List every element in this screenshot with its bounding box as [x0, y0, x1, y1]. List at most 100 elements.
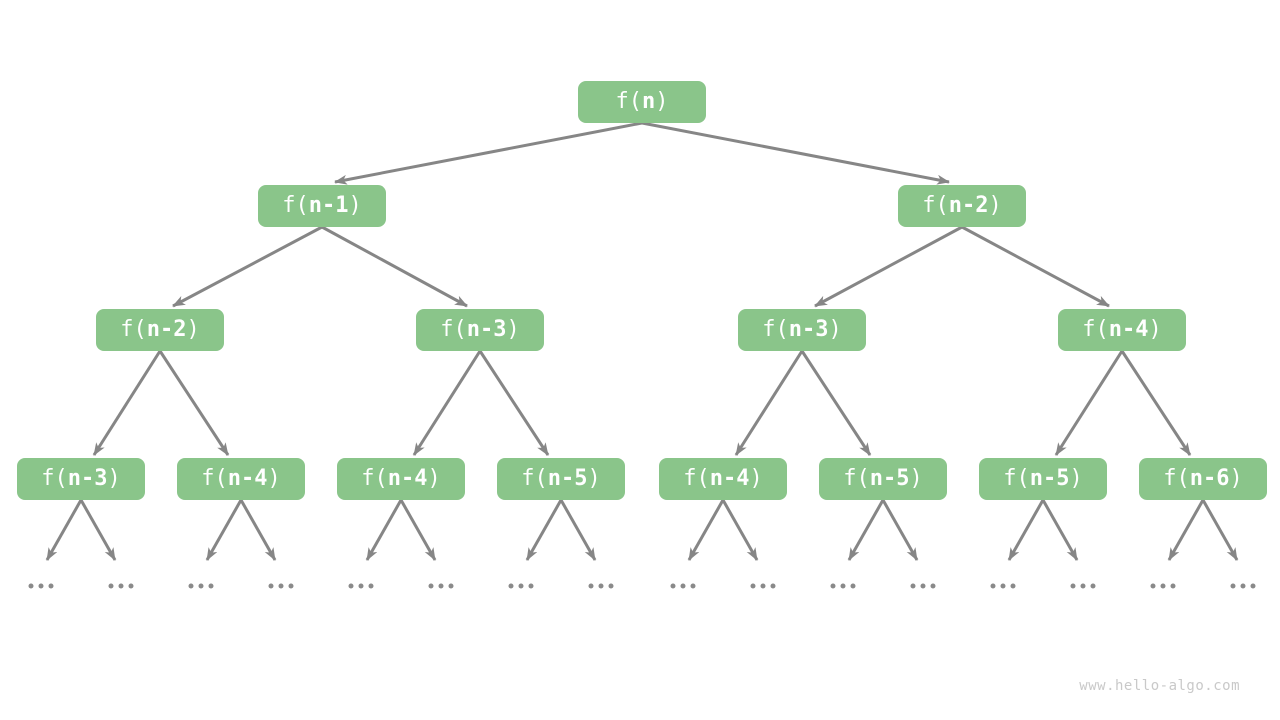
ellipsis-dot-icon	[1160, 583, 1166, 589]
tree-node-label-pre: f(	[683, 466, 710, 491]
ellipsis-dot-icon	[1070, 583, 1076, 589]
edge-lines-group	[45, 121, 1239, 561]
edge-arrow	[814, 225, 963, 308]
edge-arrow	[239, 499, 277, 561]
ellipsis-dot-icon	[1000, 583, 1006, 589]
ellipsis-dot-icon	[208, 583, 214, 589]
edge-arrow	[641, 121, 950, 185]
tree-node: f(n-5)	[497, 458, 625, 500]
ellipsis-dot-icon	[608, 583, 614, 589]
tree-node-label-post: )	[348, 193, 362, 218]
edge-arrow	[205, 499, 243, 561]
watermark: www.hello-algo.com	[1079, 678, 1240, 694]
edge-arrow	[1167, 499, 1205, 561]
edge-arrow	[1007, 499, 1045, 561]
tree-node: f(n-1)	[258, 185, 386, 227]
tree-node-label-pre: f(	[440, 317, 467, 342]
ellipsis-dot-icon	[1170, 583, 1176, 589]
tree-node-label-pre: f(	[201, 466, 228, 491]
tree-node-label-post: )	[506, 317, 520, 342]
ellipsis-dot-icon	[750, 583, 756, 589]
tree-node-label-arg: n-6	[1189, 466, 1230, 491]
edge-arrow	[92, 350, 162, 456]
ellipsis-leaf	[670, 583, 696, 589]
ellipsis-dot-icon	[438, 583, 444, 589]
tree-node: f(n-4)	[1058, 309, 1186, 351]
ellipsis-leaf	[1230, 583, 1256, 589]
tree-node: f(n-3)	[738, 309, 866, 351]
tree-node-label-arg: n-5	[1029, 466, 1070, 491]
ellipsis-dot-icon	[1090, 583, 1096, 589]
tree-node-label-post: )	[186, 317, 200, 342]
tree-node: f(n-5)	[979, 458, 1107, 500]
ellipsis-dot-icon	[38, 583, 44, 589]
tree-node-label-post: )	[655, 89, 669, 114]
edge-arrow	[1054, 350, 1124, 456]
edge-arrow	[399, 499, 437, 561]
tree-node-label-post: )	[1148, 317, 1162, 342]
ellipsis-dot-icon	[760, 583, 766, 589]
ellipsis-dot-icon	[598, 583, 604, 589]
ellipsis-dot-icon	[428, 583, 434, 589]
ellipsis-leaf	[268, 583, 294, 589]
tree-node-label-arg: n-1	[308, 193, 349, 218]
ellipsis-leaf	[508, 583, 534, 589]
tree-node-label-pre: f(	[361, 466, 388, 491]
ellipsis-leaf	[108, 583, 134, 589]
ellipsis-dot-icon	[920, 583, 926, 589]
ellipsis-dot-icon	[770, 583, 776, 589]
tree-node-label-post: )	[749, 466, 763, 491]
ellipsis-dot-icon	[850, 583, 856, 589]
ellipsis-dot-icon	[1250, 583, 1256, 589]
ellipsis-dot-icon	[448, 583, 454, 589]
tree-node-label-arg: n-2	[948, 193, 989, 218]
ellipsis-dot-icon	[508, 583, 514, 589]
ellipsis-dot-icon	[118, 583, 124, 589]
ellipsis-dot-icon	[188, 583, 194, 589]
tree-node-label-post: )	[1069, 466, 1083, 491]
tree-node: f(n)	[578, 81, 706, 123]
ellipsis-dot-icon	[278, 583, 284, 589]
ellipsis-dot-icon	[1010, 583, 1016, 589]
tree-node-label-pre: f(	[282, 193, 309, 218]
tree-node-label-post: )	[267, 466, 281, 491]
ellipsis-dot-icon	[1240, 583, 1246, 589]
tree-node: f(n-3)	[17, 458, 145, 500]
tree-node-label-pre: f(	[843, 466, 870, 491]
tree-node-label-post: )	[427, 466, 441, 491]
tree-node: f(n-4)	[337, 458, 465, 500]
ellipsis-dot-icon	[368, 583, 374, 589]
ellipsis-dot-icon	[28, 583, 34, 589]
tree-node-label-post: )	[107, 466, 121, 491]
tree-node-label-arg: n-4	[227, 466, 268, 491]
edge-arrow	[1120, 350, 1192, 456]
tree-node-label-post: )	[909, 466, 923, 491]
ellipsis-leaf	[1150, 583, 1176, 589]
tree-node-label-post: )	[1229, 466, 1243, 491]
edge-arrow	[721, 499, 759, 561]
edge-arrow	[961, 225, 1110, 308]
ellipsis-dot-icon	[528, 583, 534, 589]
edge-arrow	[45, 499, 83, 561]
ellipsis-dot-icon	[1150, 583, 1156, 589]
ellipsis-dot-icon	[830, 583, 836, 589]
edge-arrow	[79, 499, 117, 561]
tree-node-label-pre: f(	[1163, 466, 1190, 491]
edge-arrow	[365, 499, 403, 561]
ellipsis-leaf	[750, 583, 776, 589]
edge-arrow	[559, 499, 597, 561]
edge-arrow	[800, 350, 872, 456]
ellipsis-dot-icon	[670, 583, 676, 589]
tree-node-label-arg: n-3	[788, 317, 829, 342]
ellipsis-leaf	[588, 583, 614, 589]
tree-node-label-pre: f(	[521, 466, 548, 491]
edge-arrow	[158, 350, 230, 456]
edge-arrow	[412, 350, 482, 456]
tree-node: f(n-5)	[819, 458, 947, 500]
edge-arrow	[687, 499, 725, 561]
ellipsis-dot-icon	[990, 583, 996, 589]
ellipsis-dot-icon	[128, 583, 134, 589]
ellipsis-leaf	[428, 583, 454, 589]
